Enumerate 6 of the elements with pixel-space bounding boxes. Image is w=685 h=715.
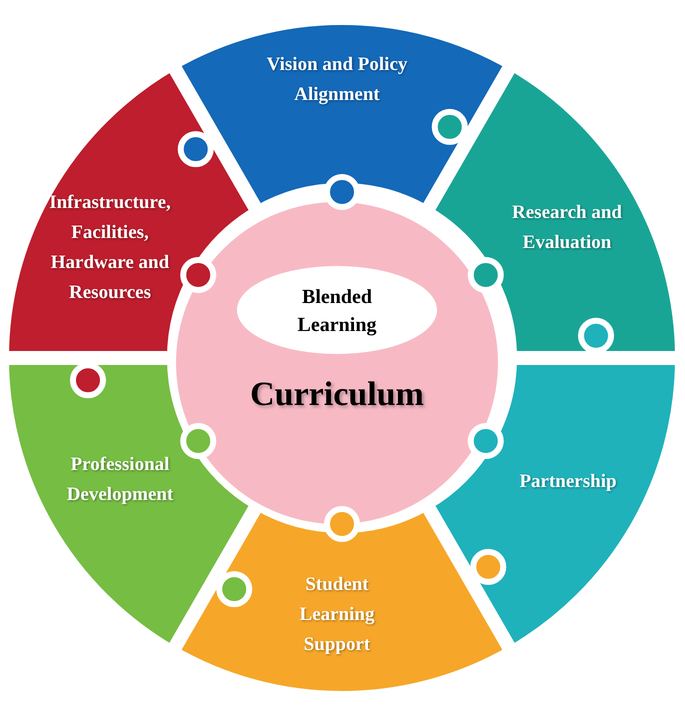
hub-title: Curriculum — [249, 375, 425, 415]
segment-label: Student Learning Support — [282, 570, 392, 660]
segment-label: Professional Development — [45, 450, 195, 510]
segment-label: Research and Evaluation — [502, 198, 632, 258]
segment-label: Partnership — [498, 467, 638, 497]
segment-label: Vision and Policy Alignment — [237, 50, 437, 110]
